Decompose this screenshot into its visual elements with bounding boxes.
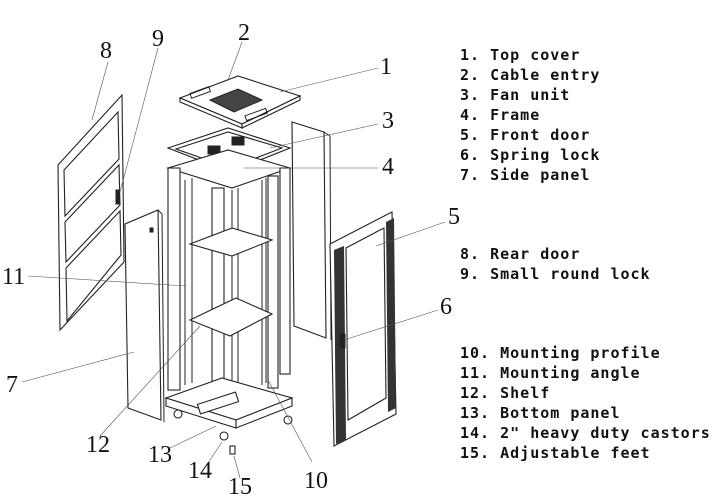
callout-13: 13	[148, 442, 172, 468]
legend-item-14: 14. 2" heavy duty castors	[460, 424, 711, 442]
callout-numbers: 1 2 3 4 5 6 7 8 9 10 11 12 13 14 15	[2, 20, 460, 497]
legend-item-3: 3. Fan unit	[460, 86, 571, 104]
legend-item-7: 7. Side panel	[460, 166, 591, 184]
callout-3: 3	[382, 108, 394, 134]
legend-item-2: 2. Cable entry	[460, 66, 601, 84]
callout-6: 6	[440, 294, 452, 320]
front-door-drawing	[329, 211, 397, 447]
legend-item-15: 15. Adjustable feet	[460, 444, 651, 462]
frame-drawing	[164, 149, 294, 455]
legend-item-9: 9. Small round lock	[460, 265, 651, 283]
legend-item-6: 6. Spring lock	[460, 146, 601, 164]
callout-2: 2	[238, 20, 250, 46]
top-cover-drawing	[178, 75, 302, 129]
callout-5: 5	[448, 204, 460, 230]
side-panel-left-drawing	[124, 209, 165, 423]
legend-item-5: 5. Front door	[460, 126, 591, 144]
legend-group-bottom: 10. Mounting profile 11. Mounting angle …	[460, 343, 711, 463]
callout-15: 15	[228, 474, 252, 497]
callout-12: 12	[86, 432, 110, 458]
side-panel-right-drawing	[291, 121, 332, 341]
legend-group-top: 1. Top cover 2. Cable entry 3. Fan unit …	[460, 45, 600, 185]
legend-item-4: 4. Frame	[460, 106, 541, 124]
callout-4: 4	[382, 154, 394, 180]
legend-item-13: 13. Bottom panel	[460, 404, 621, 422]
rear-door-drawing	[57, 93, 125, 332]
legend-item-10: 10. Mounting profile	[460, 344, 661, 362]
legend-item-1: 1. Top cover	[460, 46, 581, 64]
callout-11: 11	[2, 264, 25, 290]
callout-8: 8	[100, 38, 112, 64]
callout-1: 1	[380, 54, 392, 80]
legend-item-8: 8. Rear door	[460, 245, 581, 263]
callout-10: 10	[304, 468, 328, 494]
callout-9: 9	[152, 26, 164, 52]
legend-item-11: 11. Mounting angle	[460, 364, 641, 382]
callout-7: 7	[6, 372, 18, 398]
legend-group-middle: 8. Rear door 9. Small round lock	[460, 244, 651, 284]
leader-lines	[21, 41, 446, 479]
callout-14: 14	[188, 458, 212, 484]
legend-item-12: 12. Shelf	[460, 384, 551, 402]
